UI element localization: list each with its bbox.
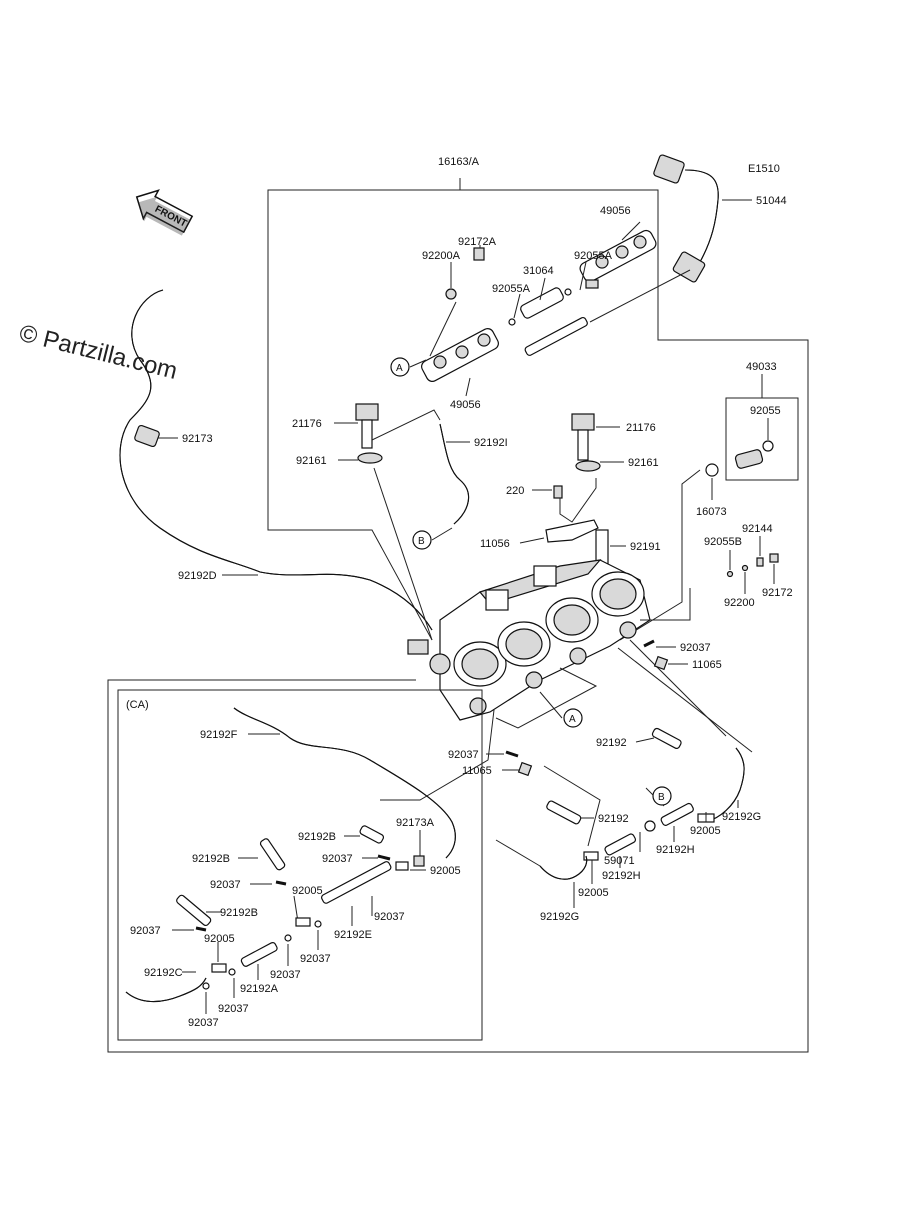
valve-92173: 92173 (134, 424, 213, 448)
label-92161-left: 92161 (296, 455, 327, 467)
label-92161-right: 92161 (628, 457, 659, 469)
label-49033: 49033 (746, 361, 777, 373)
ref-b-mid: B (412, 530, 432, 550)
label-11065-center: 11065 (462, 765, 492, 777)
label-92055: 92055 (750, 405, 781, 417)
fuel-rail-upper: 49056 92055A 31064 92055A 92172A 92200A … (409, 205, 657, 411)
throttle-leaders (380, 588, 753, 801)
label-92173: 92173 (182, 433, 213, 445)
ca-label-92192F: 92192F (200, 729, 238, 741)
ca-label-92192A: 92192A (240, 983, 279, 995)
label-92172: 92172 (762, 587, 793, 599)
label-49056-bot: 49056 (450, 399, 481, 411)
clamp-92037-center: 92037 11065 (448, 749, 533, 777)
label-92192D: 92192D (178, 570, 217, 582)
label-92192I: 92192I (474, 437, 508, 449)
label-92005-right: 92005 (690, 825, 721, 837)
ca-label-92192B-2: 92192B (192, 853, 230, 865)
ca-label-92005-2: 92005 (292, 885, 323, 897)
injector-left-21176: 21176 92161 (292, 403, 441, 641)
label-21176-left: 21176 (292, 418, 322, 430)
ca-label-92037-8: 92037 (188, 1017, 219, 1029)
ca-label-92173A: 92173A (396, 817, 435, 829)
clamp-92037-right: 92037 11065 (643, 639, 722, 671)
ca-label-92192B-3: 92192B (220, 907, 258, 919)
label-92055A-1: 92055A (574, 250, 613, 262)
injector-right-21176: 21176 92161 (571, 413, 659, 472)
label-92144: 92144 (742, 523, 773, 535)
ca-label-92005-3: 92005 (204, 933, 235, 945)
label-16073: 16073 (696, 506, 727, 518)
watermark-text: © Partzilla.com (17, 320, 180, 385)
ca-variant-box: (CA) 92192F 92173A 92192B 92037 92005 92… (117, 689, 483, 1041)
ca-box-label: (CA) (126, 699, 149, 711)
ref-b-bottom: B (652, 786, 672, 806)
hoses-lower-right: 92192 92192G 92005 92192H 59071 92192H 9… (495, 727, 761, 923)
label-92055B: 92055B (704, 536, 742, 548)
label-92037-right: 92037 (680, 642, 711, 654)
label-51044: 51044 (756, 195, 787, 207)
ca-label-92192E: 92192E (334, 929, 372, 941)
svg-text:A: A (569, 714, 576, 725)
svg-text:B: B (418, 536, 425, 547)
front-arrow-icon: FRONT (135, 189, 194, 236)
throttle-body (407, 559, 651, 721)
ca-label-92037-3: 92037 (130, 925, 161, 937)
label-59071: 59071 (604, 855, 635, 867)
ref-a-top: A (390, 357, 410, 377)
label-92192G-right: 92192G (722, 811, 761, 823)
ca-label-92037-7: 92037 (218, 1003, 249, 1015)
label-21176-right: 21176 (626, 422, 656, 434)
ca-label-92005-1: 92005 (430, 865, 461, 877)
label-31064: 31064 (523, 265, 554, 277)
ca-label-92037-1: 92037 (322, 853, 353, 865)
assembly-bracket-16163A: 16163/A (107, 156, 809, 1053)
ca-label-92192C: 92192C (144, 967, 183, 979)
fuel-hose-51044: 51044 (589, 154, 787, 323)
label-92200: 92200 (724, 597, 755, 609)
label-92172A: 92172A (458, 236, 497, 248)
label-92037-center: 92037 (448, 749, 479, 761)
label-220: 220 (506, 485, 524, 497)
label-92192-2: 92192 (598, 813, 629, 825)
diagram-code: E1510 (748, 163, 780, 175)
label-92192H-2: 92192H (602, 870, 641, 882)
ref-a-mid: A (563, 708, 583, 728)
label-16163A: 16163/A (438, 156, 480, 168)
label-92005-center: 92005 (578, 887, 609, 899)
ca-label-92192B-1: 92192B (298, 831, 336, 843)
label-49056-top: 49056 (600, 205, 631, 217)
svg-text:B: B (658, 792, 665, 803)
label-11056: 11056 (480, 538, 510, 550)
ca-label-92037-2: 92037 (210, 879, 241, 891)
label-92192G-center: 92192G (540, 911, 579, 923)
svg-text:A: A (396, 363, 403, 374)
label-92200A: 92200A (422, 250, 461, 262)
ca-label-92037-4: 92037 (374, 911, 405, 923)
ca-label-92037-5: 92037 (300, 953, 331, 965)
label-11065-right: 11065 (692, 659, 722, 671)
label-92192-1: 92192 (596, 737, 627, 749)
label-92191: 92191 (630, 541, 661, 553)
ca-label-92037-6: 92037 (270, 969, 301, 981)
hose-92192D: 92192D (119, 289, 433, 631)
label-92055A-2: 92055A (492, 283, 531, 295)
small-parts-right: 92144 92055B 92200 92172 (704, 523, 793, 609)
bracket-11056: 220 11056 92191 (480, 478, 661, 565)
label-92192H-1: 92192H (656, 844, 695, 856)
hose-92192I: 92192I (431, 423, 508, 541)
subassembly-box-49033: 49033 92055 16073 (619, 361, 799, 641)
